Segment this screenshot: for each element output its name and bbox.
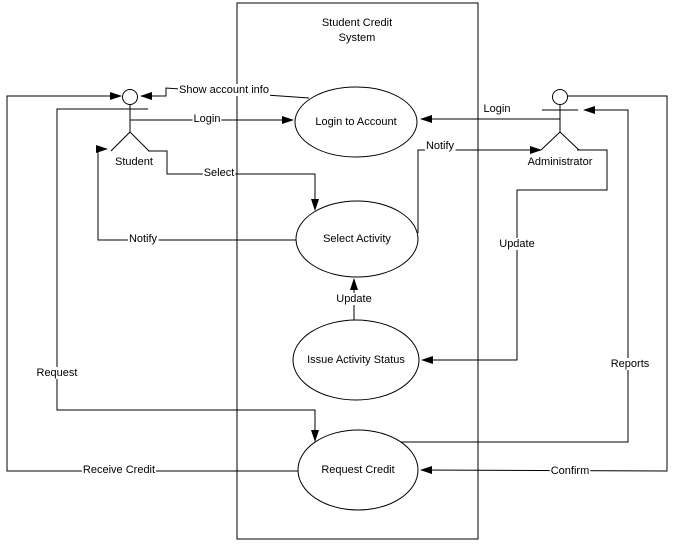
edge-label-bg-notify-admin [424,140,456,152]
use-case-label: Issue Activity Status [307,354,405,366]
edge-label-login-student: Login [194,113,221,125]
edge-label-select: Select [204,167,235,179]
edge-label-confirm: Confirm [551,465,590,477]
edge-label-show-account-info: Show account info [179,84,269,96]
use-case-ellipse [292,319,420,401]
edge-label-bg-request [35,367,79,379]
use-case-ellipse [294,86,418,158]
edge-label-bg-reports [609,358,651,370]
edge-label-bg-update-status [335,293,373,305]
edge-label-update-status: Update [336,293,371,305]
use-case-request-credit: Request Credit [297,429,419,511]
edge-label-bg-login-student [192,113,222,125]
use-case-select-activity: Select Activity [295,200,419,278]
edge-request [56,108,319,442]
actor-leg-right [559,131,580,151]
use-case-login-to-account: Login to Account [294,86,418,158]
actor-administrator: Administrator [528,89,593,168]
edge-label-bg-show-account-info [178,84,270,96]
edge-label-bg-receive-credit [81,464,157,476]
actor-leg-left [110,131,131,152]
use-case-ellipse [295,200,419,278]
edge-label-reports: Reports [611,358,650,370]
edge-confirm [420,95,668,475]
actor-label: Student [115,156,153,168]
actor-head [122,89,138,105]
edge-label-bg-notify-student [127,233,159,245]
edge-update-admin [421,149,608,364]
edge-label-request: Request [37,367,78,379]
actor-head [552,89,568,105]
edge-label-notify-student: Notify [129,233,158,245]
actor-leg-right [129,131,150,152]
use-case-label: Select Activity [323,233,391,245]
actor-label: Administrator [528,156,593,168]
edge-label-update-admin: Update [499,238,534,250]
edge-notify-student [96,145,297,241]
use-case-label: Request Credit [321,464,394,476]
edge-select [148,150,319,211]
use-case-label: Login to Account [315,116,396,128]
edge-label-bg-confirm [549,465,591,477]
edge-label-notify-admin: Notify [426,140,455,152]
edge-reports [399,106,629,443]
use-case-issue-activity-status: Issue Activity Status [292,319,420,401]
edge-notify-admin [417,146,542,233]
edge-label-bg-update-admin [498,238,536,250]
edge-label-login-admin: Login [484,103,511,115]
actor-student: Student [110,89,153,168]
edge-label-bg-login-admin [482,103,512,115]
use-case-ellipse [297,429,419,511]
actor-leg-left [540,131,561,151]
edge-label-receive-credit: Receive Credit [83,464,155,476]
edge-label-bg-select [202,167,236,179]
